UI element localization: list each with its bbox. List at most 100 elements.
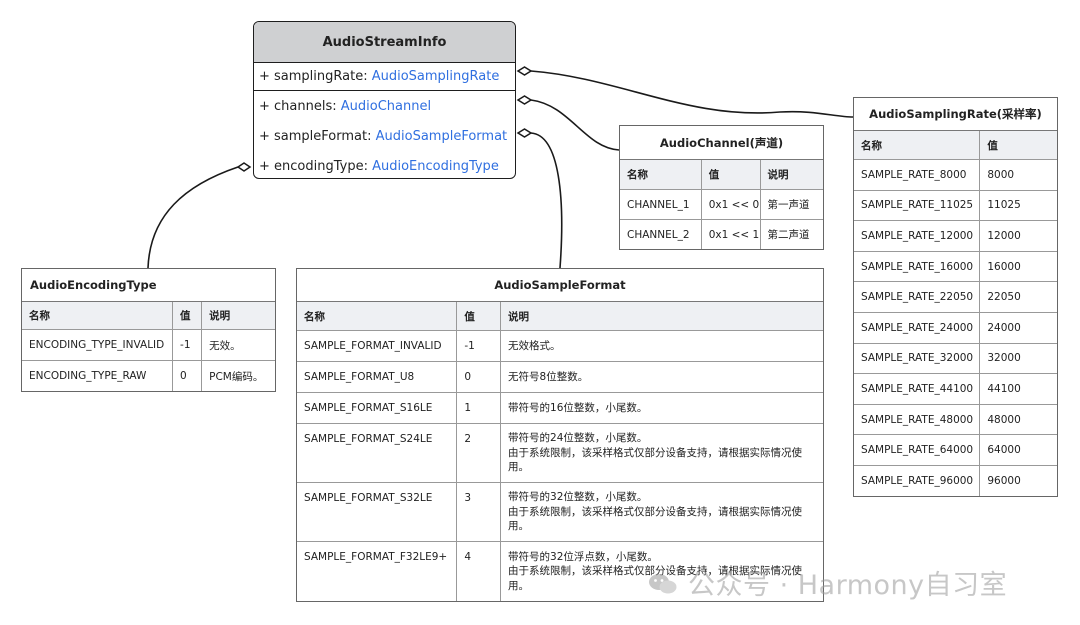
cell-name: SAMPLE_RATE_16000 [854, 250, 981, 283]
cell-name: SAMPLE_RATE_96000 [854, 464, 981, 496]
table-row: SAMPLE_FORMAT_S24LE 2 带符号的24位整数，小尾数。 由于系… [297, 423, 823, 483]
cell-name: SAMPLE_RATE_24000 [854, 311, 981, 344]
field-label: + encodingType: [259, 159, 373, 174]
field-sampling-rate: + samplingRate: AudioSamplingRate [259, 69, 499, 84]
header-name: 名称 [297, 302, 458, 331]
cell-name: SAMPLE_RATE_12000 [854, 220, 981, 252]
cell-name: ENCODING_TYPE_INVALID [22, 329, 174, 361]
header-desc: 说明 [500, 302, 823, 331]
header-desc: 说明 [201, 302, 275, 330]
audio-channel-table: AudioChannel(声道) 名称 值 说明 CHANNEL_1 0x1 <… [619, 125, 824, 250]
header-name: 名称 [22, 302, 174, 330]
cell-value: 0 [456, 361, 502, 393]
cell-value: 0 [172, 360, 203, 391]
watermark-text: 公众号 · Harmony自习室 [688, 570, 1008, 601]
connector-sample-format [530, 132, 563, 269]
field-encoding-type: + encodingType: AudioEncodingType [259, 159, 499, 174]
cell-desc: 带符号的16位整数，小尾数。 [500, 392, 823, 424]
audio-sampling-rate-table: AudioSamplingRate(采样率) 名称 值 SAMPLE_RATE_… [853, 97, 1058, 497]
aggregation-diamond-icon [516, 128, 533, 138]
table-title: AudioEncodingType [22, 269, 275, 302]
header-name: 名称 [620, 160, 702, 190]
table-row: ENCODING_TYPE_RAW 0 PCM编码。 [22, 360, 275, 391]
aggregation-diamond-icon [516, 66, 533, 76]
table-row: SAMPLE_FORMAT_S16LE 1 带符号的16位整数，小尾数。 [297, 392, 823, 424]
cell-name: SAMPLE_FORMAT_U8 [297, 361, 458, 393]
cell-name: SAMPLE_RATE_22050 [854, 281, 981, 313]
cell-name: ENCODING_TYPE_RAW [22, 360, 174, 391]
connector-channel [530, 99, 620, 151]
field-label: + sampleFormat: [259, 129, 376, 144]
header-value: 值 [172, 302, 203, 330]
desc-line: 带符号的24位整数，小尾数。 [508, 432, 648, 445]
field-label: + samplingRate: [259, 69, 372, 84]
cell-desc: 无效。 [201, 329, 275, 361]
table-row: SAMPLE_FORMAT_S32LE 3 带符号的32位整数，小尾数。 由于系… [297, 482, 823, 542]
table-row: ENCODING_TYPE_INVALID -1 无效。 [22, 329, 275, 361]
cell-name: SAMPLE_FORMAT_S24LE [297, 423, 458, 483]
cell-name: SAMPLE_FORMAT_S16LE [297, 392, 458, 424]
watermark: 公众号 · Harmony自习室 [648, 563, 1007, 602]
class-divider [254, 90, 515, 91]
desc-line: 带符号的32位整数，小尾数。 [508, 491, 648, 504]
desc-line: 由于系统限制，该采样格式仅部分设备支持，请根据实际情况使用。 [508, 446, 803, 474]
wechat-icon [649, 574, 677, 594]
cell-value: 16000 [979, 250, 1057, 283]
cell-name: SAMPLE_RATE_64000 [854, 434, 981, 466]
cell-value: 1 [456, 392, 502, 424]
field-sample-format: + sampleFormat: AudioSampleFormat [259, 129, 507, 144]
field-type-link[interactable]: AudioSampleFormat [375, 129, 508, 144]
cell-value: 3 [456, 482, 502, 542]
table-row: CHANNEL_2 0x1 << 1 第二声道 [620, 219, 823, 249]
connector-sampling-rate [530, 70, 854, 118]
cell-value: 8000 [979, 159, 1057, 191]
cell-value: -1 [172, 329, 203, 361]
cell-name: SAMPLE_FORMAT_S32LE [297, 482, 458, 542]
connector-encoding-type [147, 166, 239, 269]
cell-desc: 无符号8位整数。 [500, 361, 823, 393]
desc-line: 无效格式。 [508, 339, 561, 352]
header-value: 值 [456, 302, 502, 331]
desc-line: 无符号8位整数。 [508, 370, 589, 383]
cell-name: SAMPLE_RATE_11025 [854, 189, 981, 222]
cell-value: 0x1 << 1 [700, 219, 761, 249]
cell-name: SAMPLE_FORMAT_INVALID [297, 330, 458, 362]
desc-line: 由于系统限制，该采样格式仅部分设备支持，请根据实际情况使用。 [508, 565, 803, 592]
cell-value: 44100 [979, 373, 1057, 405]
cell-desc: 带符号的24位整数，小尾数。 由于系统限制，该采样格式仅部分设备支持，请根据实际… [500, 423, 823, 483]
class-title: AudioStreamInfo [254, 22, 515, 63]
cell-desc: 无效格式。 [500, 330, 823, 362]
table-title: AudioSamplingRate(采样率) [854, 98, 1057, 131]
field-label: + channels: [259, 99, 341, 114]
audio-sample-format-table: AudioSampleFormat 名称 值 说明 SAMPLE_FORMAT_… [296, 268, 824, 602]
cell-value: 96000 [979, 464, 1057, 496]
aggregation-diamond-icon [236, 162, 252, 172]
field-type-link[interactable]: AudioSamplingRate [371, 69, 500, 84]
cell-name: SAMPLE_RATE_44100 [854, 373, 981, 405]
cell-desc: PCM编码。 [201, 360, 275, 391]
audio-stream-info-class: AudioStreamInfo + samplingRate: AudioSam… [253, 21, 516, 179]
cell-value: 4 [456, 541, 502, 601]
aggregation-diamond-icon [516, 95, 533, 105]
cell-value: 11025 [979, 189, 1057, 222]
table-row: CHANNEL_1 0x1 << 0 第一声道 [620, 189, 823, 220]
cell-value: 0x1 << 0 [700, 189, 761, 220]
cell-value: -1 [456, 330, 502, 362]
cell-value: 22050 [979, 281, 1057, 313]
field-type-link[interactable]: AudioEncodingType [372, 159, 499, 174]
cell-name: CHANNEL_2 [620, 219, 702, 249]
cell-desc: 第一声道 [759, 189, 823, 220]
field-channels: + channels: AudioChannel [259, 99, 431, 114]
cell-value: 2 [456, 423, 502, 483]
field-type-link[interactable]: AudioChannel [340, 99, 432, 114]
